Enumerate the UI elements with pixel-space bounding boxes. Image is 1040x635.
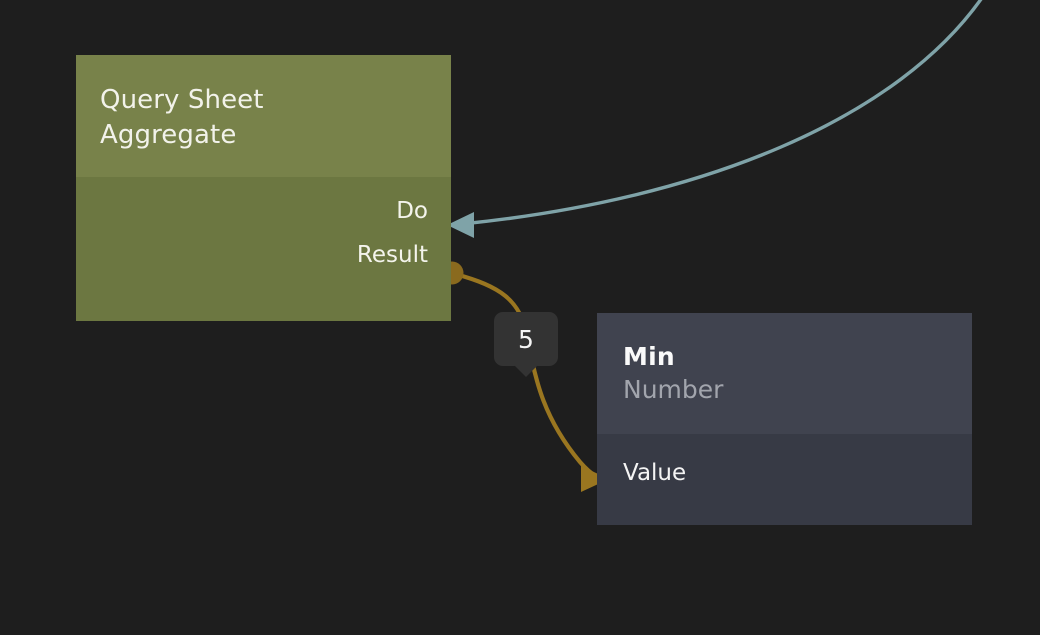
node-title: Min <box>623 342 675 371</box>
port-row-do[interactable]: Do <box>76 177 451 231</box>
node-header[interactable]: Query Sheet Aggregate <box>76 55 451 177</box>
port-row-value[interactable]: Value <box>597 434 972 490</box>
badge-value-text: 5 <box>518 324 534 354</box>
node-min[interactable]: Min Number Value <box>597 313 972 525</box>
port-row-result[interactable]: Result <box>76 231 451 279</box>
port-label-do: Do <box>396 197 428 224</box>
node-subtitle: Number <box>623 374 724 404</box>
exec-wire[interactable] <box>447 0 986 238</box>
result-value-badge[interactable]: 5 <box>494 312 558 377</box>
node-body: Do Result <box>76 177 451 321</box>
exec-wire-arrowhead <box>447 212 474 238</box>
port-label-value: Value <box>623 459 687 486</box>
node-body: Value <box>597 434 972 525</box>
port-label-result: Result <box>356 241 428 268</box>
node-query-sheet-aggregate[interactable]: Query Sheet Aggregate Do Result <box>76 55 451 321</box>
node-header[interactable]: Min Number <box>597 313 972 434</box>
badge-tail <box>514 365 538 377</box>
node-title: Query Sheet Aggregate <box>100 85 264 150</box>
